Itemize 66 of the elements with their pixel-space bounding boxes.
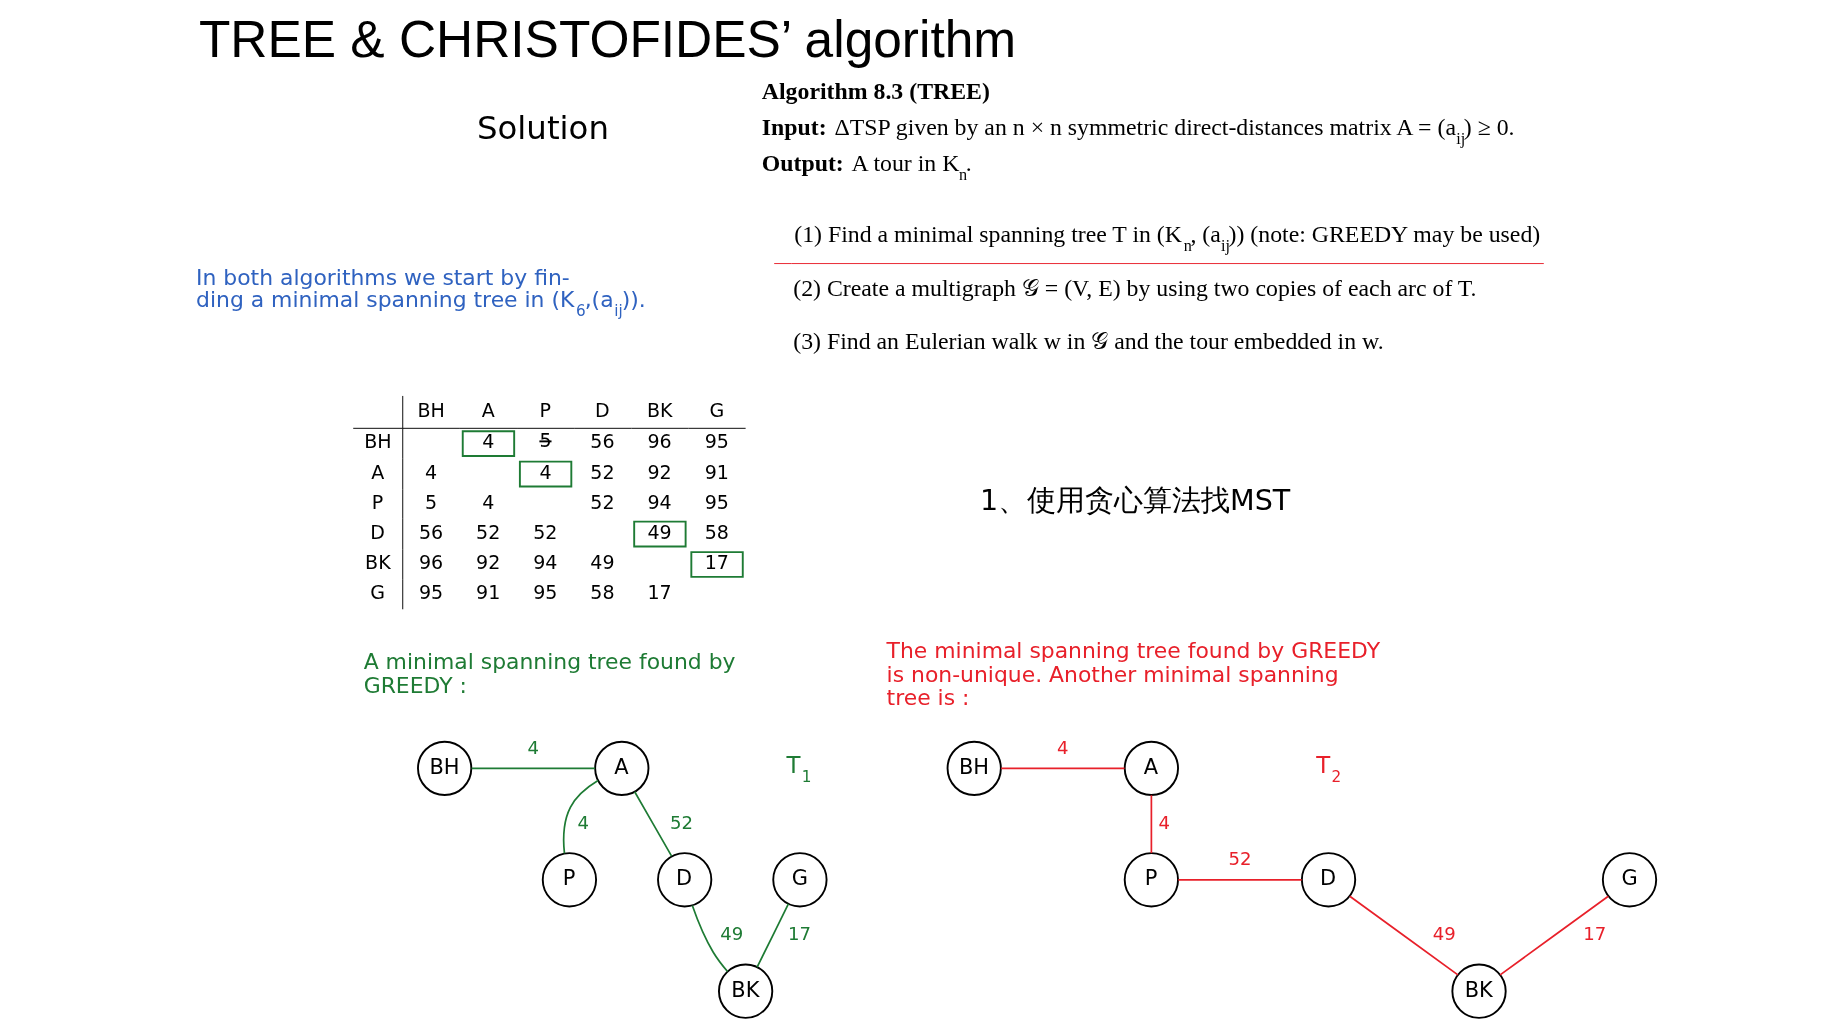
label: 52 (475, 520, 500, 543)
label: 4 (481, 490, 494, 513)
edge-label: 17 (1582, 923, 1606, 945)
label: 58 (704, 520, 729, 543)
label: T$_{2}$ (1315, 752, 1341, 787)
label: The minimal spanning tree found by GREEDY is non-unique. Another minimal spanning tree is : (886, 637, 1380, 711)
label: 56 (418, 520, 443, 543)
edge-label: 49 (1432, 923, 1456, 945)
label: G (708, 398, 724, 421)
edge-label: 52 (1228, 848, 1252, 870)
label: 94 (532, 551, 557, 574)
label: BK (364, 551, 391, 574)
label: 95 (418, 581, 443, 604)
label: D (369, 520, 385, 543)
edge-label: 52 (669, 812, 693, 834)
label: 94 (647, 490, 672, 513)
diagram-title: TREE & CHRISTOFIDES’ algorithm (198, 10, 1016, 69)
label: (2) Create a multigraph 𝒢 = (V, E) by using two copies of each arc of T. (792, 274, 1477, 301)
label: (3) Find an Eulerian walk w in 𝒢 and the tour embedded in w. (792, 328, 1384, 355)
label: A minimal spanning tree found by GREEDY : (363, 649, 736, 699)
label: 4 (481, 430, 494, 453)
label: BH (417, 398, 445, 421)
label: 49 (589, 551, 615, 574)
edge-label: 49 (719, 923, 743, 945)
edge-label: 4 (577, 812, 589, 834)
label: (1) Find a minimal spanning tree T in (K$_{n}$, (a$_{ij}$)) (note: GREEDY may be used) (793, 220, 1540, 255)
label: 1、使用贪心算法找MST (979, 483, 1290, 518)
label: 95 (532, 581, 557, 604)
label: Algorithm 8.3 (TREE) (761, 77, 990, 104)
label: 17 (704, 551, 729, 574)
label: In both algorithms we start by fin- ding a minimal spanning tree in (K$_{6}$,(a$_{ij}$)). (195, 264, 646, 320)
label: A (370, 460, 384, 483)
label: 95 (704, 490, 729, 513)
label: 49 (647, 520, 672, 543)
edge-label: 4 (1158, 812, 1170, 834)
label: 4 (424, 460, 437, 483)
label: 95 (704, 430, 729, 453)
label: 17 (647, 581, 672, 604)
label: 58 (589, 581, 615, 604)
label: 52 (589, 460, 615, 483)
edge-label: 4 (527, 736, 539, 758)
label: 96 (418, 551, 443, 574)
edge-label: 4 (1056, 736, 1069, 758)
label: Solution (476, 108, 609, 147)
label: P (538, 398, 551, 421)
label: 96 (647, 430, 672, 453)
label: 52 (532, 520, 557, 543)
label: 92 (647, 460, 672, 483)
label: 52 (589, 490, 615, 513)
edge-label: 17 (787, 923, 811, 945)
label: Output: A tour in K$_{n}$. (761, 150, 972, 185)
label: 5 (538, 429, 552, 452)
label: G (369, 581, 385, 604)
label: 5 (424, 490, 437, 513)
label: 4 (538, 460, 552, 483)
label: 91 (704, 460, 729, 483)
label: T$_{1}$ (786, 752, 812, 787)
label: 92 (475, 551, 500, 574)
label: P (371, 490, 383, 513)
label: D (594, 398, 610, 421)
label: 56 (589, 430, 615, 453)
label: Input: ΔTSP given by an n × n symmetric direct-distances matrix A = (a$_{ij}$) ≥ 0. (761, 113, 1515, 148)
label: BH (363, 430, 392, 453)
label: BK (646, 398, 673, 421)
label: A (481, 398, 495, 421)
label: 91 (475, 581, 500, 604)
